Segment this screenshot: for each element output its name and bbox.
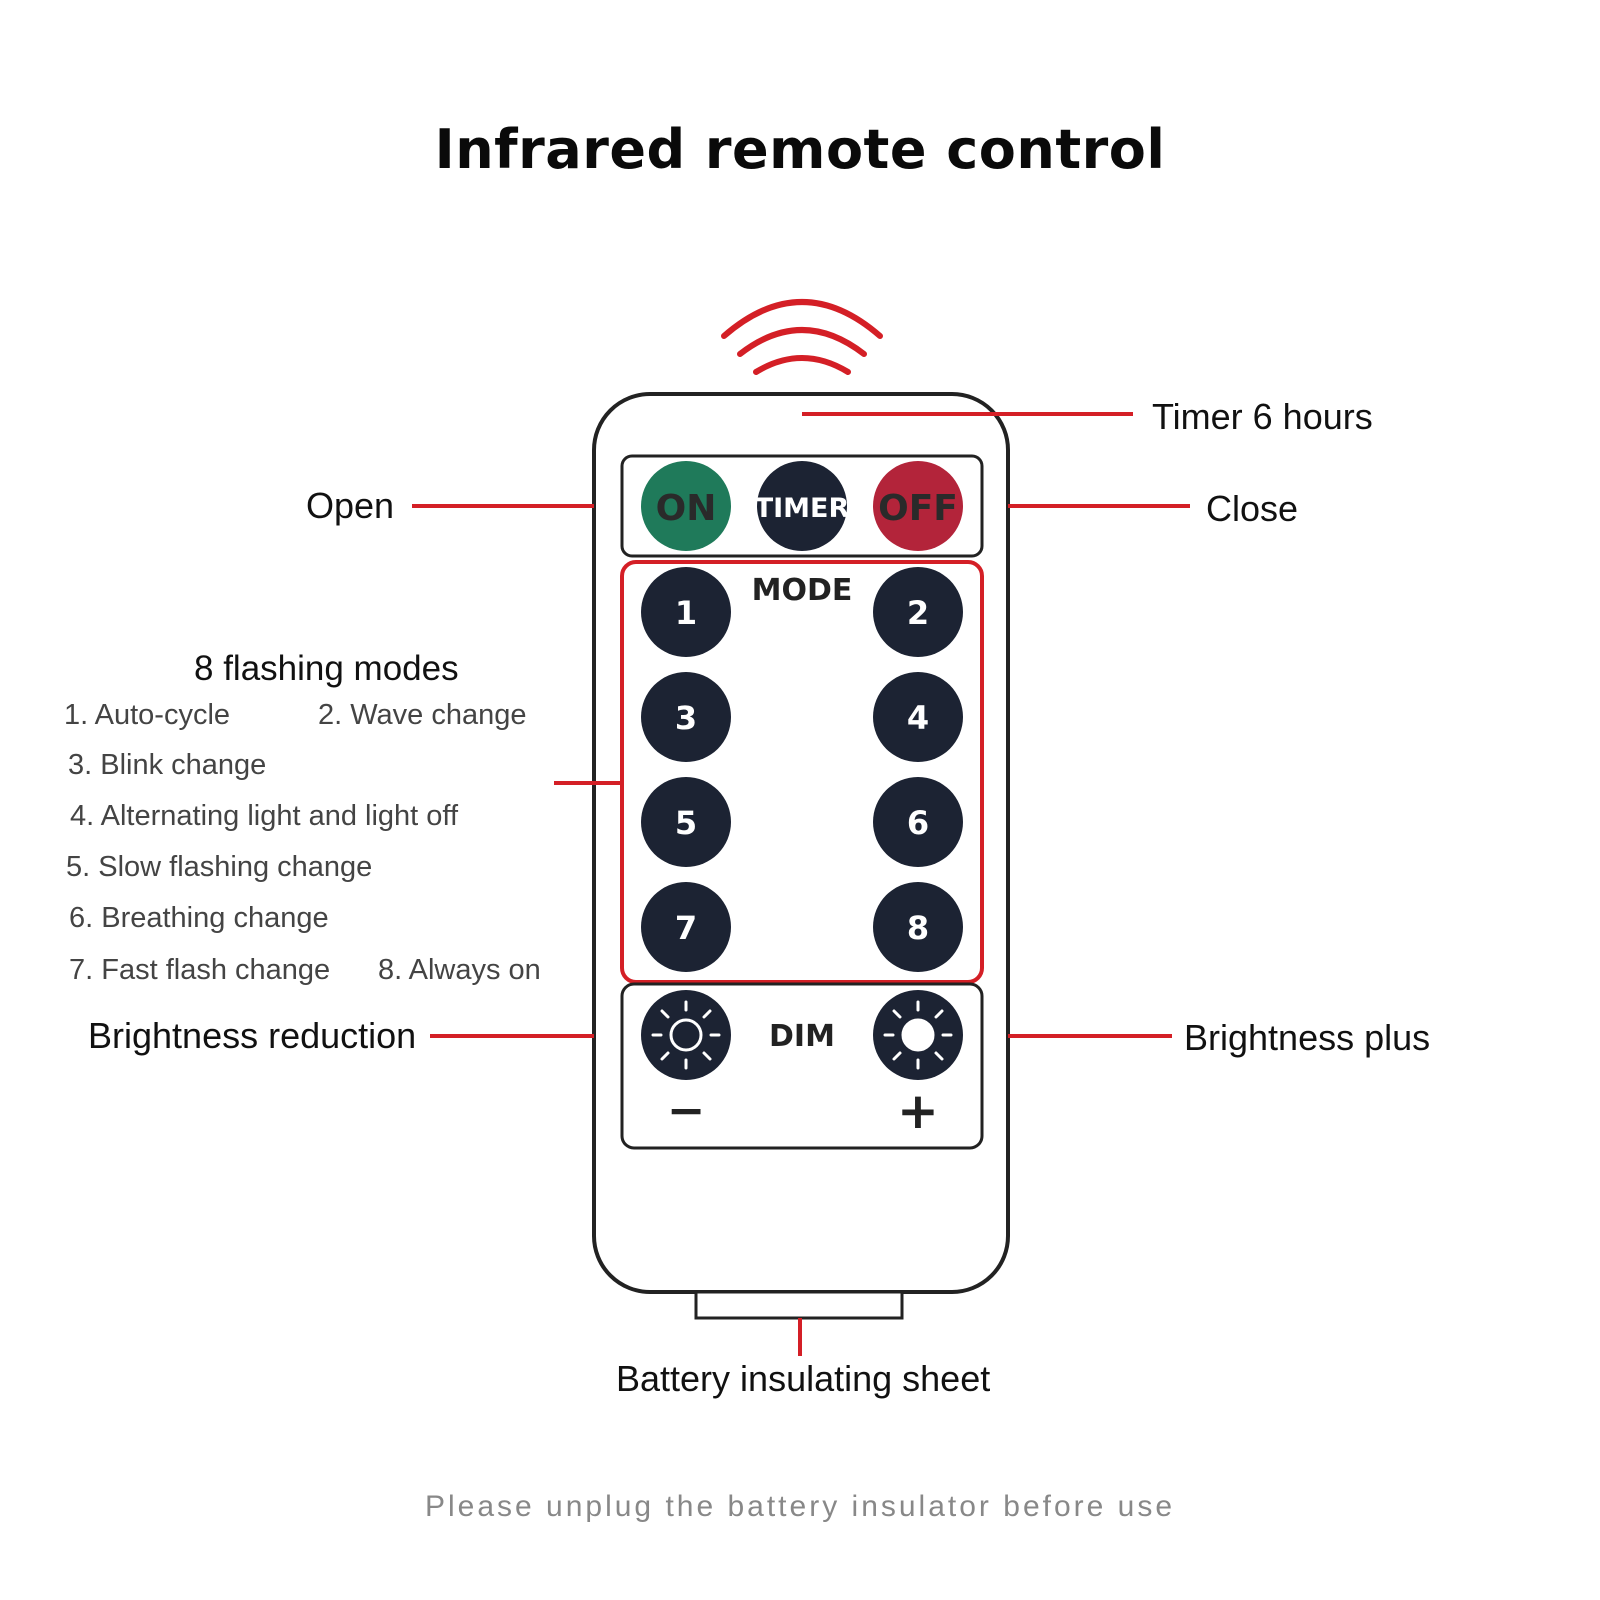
mode-button-2[interactable] bbox=[873, 567, 963, 657]
close-label: Close bbox=[1206, 488, 1299, 529]
on-button[interactable] bbox=[641, 461, 731, 551]
mode-button-7[interactable] bbox=[641, 882, 731, 972]
timer-button[interactable] bbox=[757, 461, 847, 551]
battery-label: Battery insulating sheet bbox=[616, 1358, 991, 1399]
dim-label: DIM bbox=[769, 1019, 835, 1054]
mode-item-2: 2. Wave change bbox=[318, 699, 527, 731]
mode-button-6-label: 6 bbox=[907, 804, 929, 842]
mode-button-8-label: 8 bbox=[907, 909, 929, 947]
mode-item-3: 3. Blink change bbox=[68, 749, 267, 781]
callout-lines bbox=[412, 412, 1190, 1356]
mode-item-5: 5. Slow flashing change bbox=[66, 851, 373, 883]
mode-item-8: 8. Always on bbox=[378, 954, 541, 986]
page-title: Infrared remote control bbox=[434, 118, 1166, 181]
mode-button-3[interactable] bbox=[641, 672, 731, 762]
mode-button-4[interactable] bbox=[873, 672, 963, 762]
timer-label: Timer 6 hours bbox=[1152, 396, 1373, 437]
battery-sheet bbox=[694, 1290, 904, 1320]
brightness-reduction-label: Brightness reduction bbox=[88, 1015, 417, 1056]
mode-label: MODE bbox=[752, 573, 853, 608]
brightness-plus-label: Brightness plus bbox=[1184, 1017, 1431, 1058]
mode-button-3-label: 3 bbox=[675, 699, 697, 737]
brightness-up-button[interactable] bbox=[873, 990, 963, 1080]
mode-buttons: 1 2 3 4 5 6 7 8 bbox=[641, 567, 963, 972]
mode-button-8[interactable] bbox=[873, 882, 963, 972]
mode-button-5[interactable] bbox=[641, 777, 731, 867]
sun-outline-icon bbox=[651, 1000, 721, 1070]
modes-heading: 8 flashing modes bbox=[194, 649, 459, 688]
mode-button-5-label: 5 bbox=[675, 804, 697, 842]
footer-note: Please unplug the battery insulator befo… bbox=[424, 1490, 1176, 1523]
mode-button-6[interactable] bbox=[873, 777, 963, 867]
mode-item-7: 7. Fast flash change bbox=[69, 954, 331, 986]
mode-item-6: 6. Breathing change bbox=[69, 902, 329, 934]
open-label: Open bbox=[306, 485, 395, 526]
plus-sign: + bbox=[897, 1082, 939, 1140]
on-button-label: ON bbox=[656, 488, 717, 529]
mode-button-1-label: 1 bbox=[675, 594, 697, 632]
brightness-down-button[interactable] bbox=[641, 990, 731, 1080]
off-button[interactable] bbox=[873, 461, 963, 551]
infrared-signal-icon bbox=[721, 299, 883, 375]
mode-panel bbox=[620, 560, 984, 984]
mode-button-7-label: 7 bbox=[675, 909, 697, 947]
timer-button-label: TIMER bbox=[755, 493, 850, 524]
mode-button-2-label: 2 bbox=[907, 594, 929, 632]
mode-item-1: 1. Auto-cycle bbox=[64, 699, 231, 731]
mode-button-1[interactable] bbox=[641, 567, 731, 657]
sun-filled-icon bbox=[883, 1000, 953, 1070]
mode-item-4: 4. Alternating light and light off bbox=[70, 800, 459, 832]
off-button-label: OFF bbox=[878, 488, 958, 529]
minus-sign: − bbox=[667, 1083, 706, 1137]
mode-button-4-label: 4 bbox=[907, 699, 929, 737]
